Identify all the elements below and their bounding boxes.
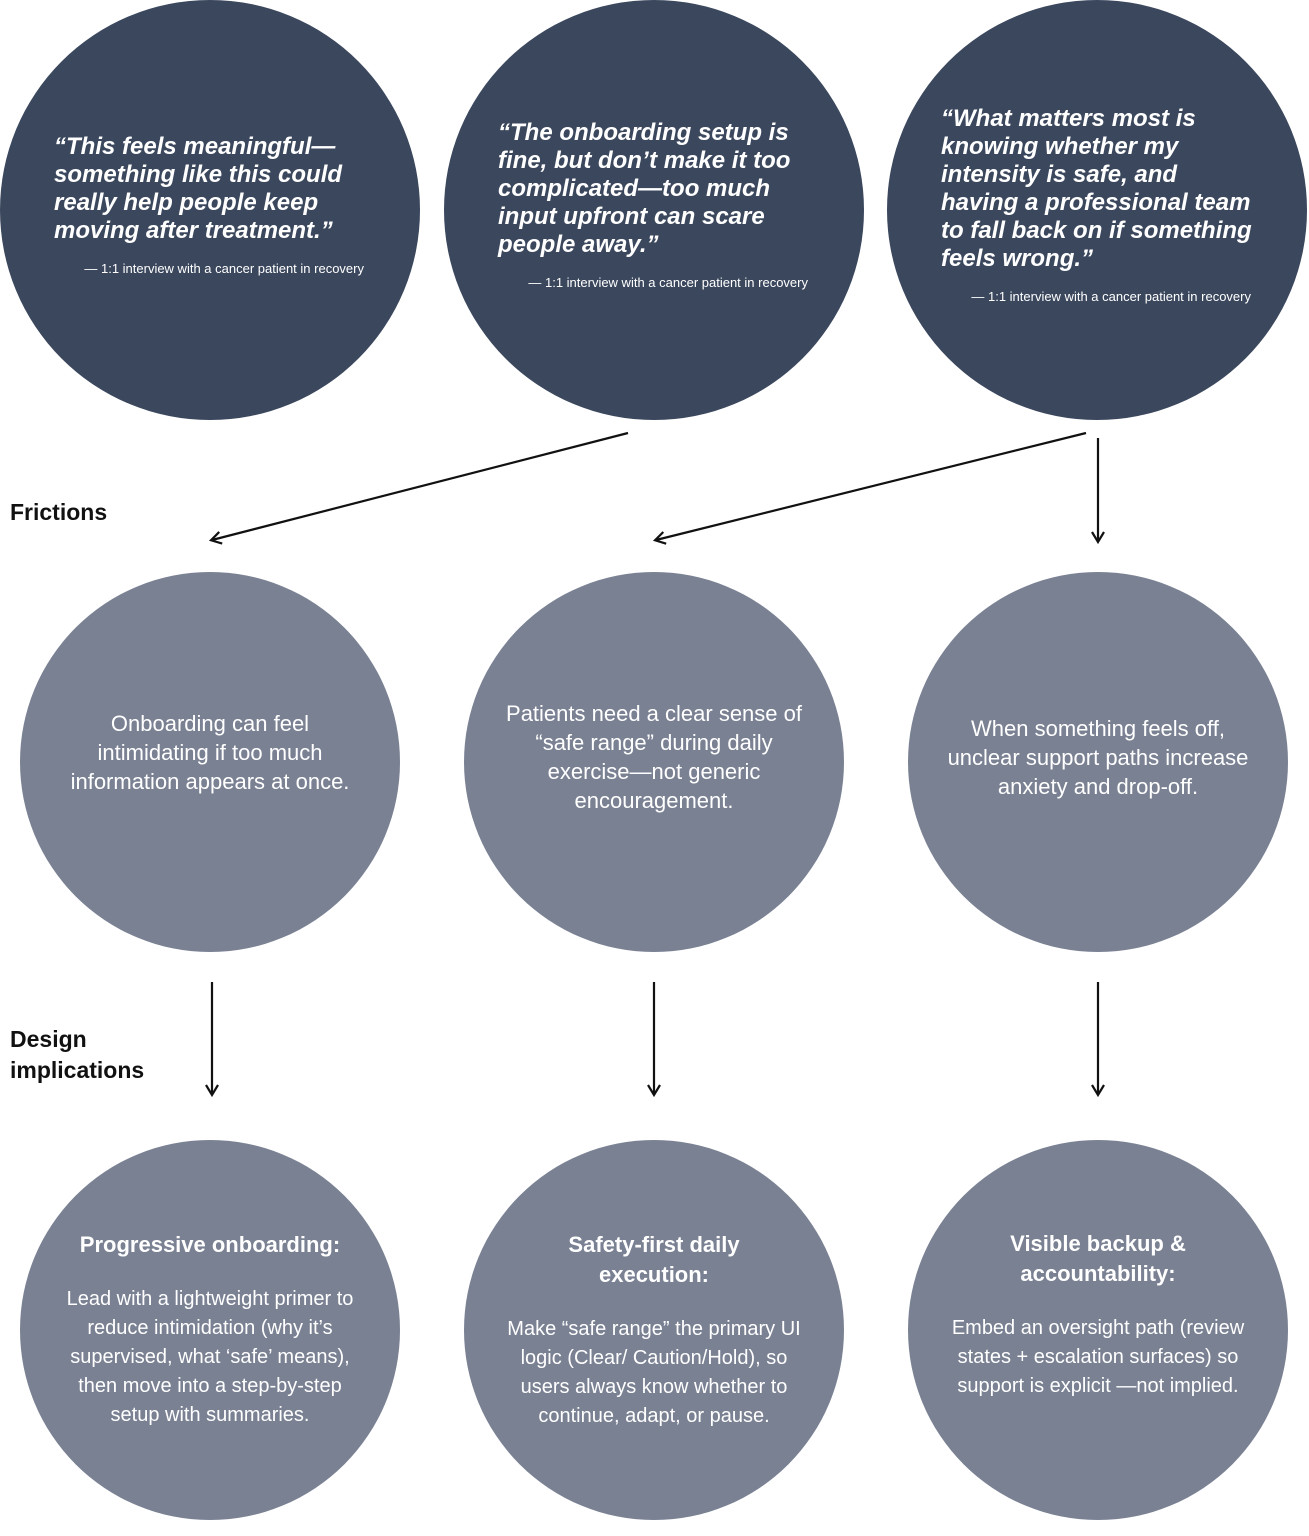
quote-circle-2: “The onboarding setup is fine, but don’t… bbox=[444, 0, 864, 420]
quote-circle-3: “What matters most is knowing whether my… bbox=[887, 0, 1307, 420]
quote-source: — 1:1 interview with a cancer patient in… bbox=[528, 275, 808, 290]
quote-text: “What matters most is knowing whether my… bbox=[941, 105, 1252, 272]
quote-text: “This feels meaningful—something like th… bbox=[54, 133, 343, 244]
friction-text: Patients need a clear sense of “safe ran… bbox=[506, 701, 802, 813]
quote-circle-1: “This feels meaningful—something like th… bbox=[0, 0, 420, 420]
frictions-label: Frictions bbox=[10, 499, 108, 525]
design-implications-label-line2: implications bbox=[10, 1057, 145, 1083]
design-implications-label-line1: Design bbox=[10, 1026, 87, 1052]
quote-source: — 1:1 interview with a cancer patient in… bbox=[84, 261, 364, 276]
arrow-quote3-to-friction2 bbox=[652, 431, 1087, 545]
friction-circle-1: Onboarding can feel intimidating if too … bbox=[20, 572, 400, 952]
quote-source: — 1:1 interview with a cancer patient in… bbox=[971, 289, 1251, 304]
implication-body: Lead with a lightweight primer to reduce… bbox=[66, 1288, 354, 1426]
friction-text: Onboarding can feel intimidating if too … bbox=[70, 710, 350, 794]
implication-title: Visible backup & accountability: bbox=[1010, 1231, 1186, 1286]
friction-circle-2: Patients need a clear sense of “safe ran… bbox=[464, 572, 844, 952]
implication-circle-1: Progressive onboarding: Lead with a ligh… bbox=[20, 1140, 400, 1520]
friction-circle-3: When something feels off, unclear suppor… bbox=[908, 572, 1288, 952]
implication-circle-3: Visible backup & accountability: Embed a… bbox=[908, 1140, 1288, 1520]
arrow-quote2-to-friction1 bbox=[208, 431, 629, 545]
implication-title: Progressive onboarding: bbox=[79, 1232, 341, 1257]
implication-body: Embed an oversight path (review states +… bbox=[951, 1317, 1245, 1397]
friction-text: When something feels off, unclear suppor… bbox=[947, 715, 1249, 799]
implication-body: Make “safe range” the primary UI logic (… bbox=[507, 1317, 801, 1427]
implication-title: Safety-first daily execution: bbox=[568, 1231, 740, 1287]
design-implications-label: Design implications bbox=[10, 1024, 144, 1086]
implication-circle-2: Safety-first daily execution: Make “safe… bbox=[464, 1140, 844, 1520]
quote-text: “The onboarding setup is fine, but don’t… bbox=[498, 119, 791, 258]
